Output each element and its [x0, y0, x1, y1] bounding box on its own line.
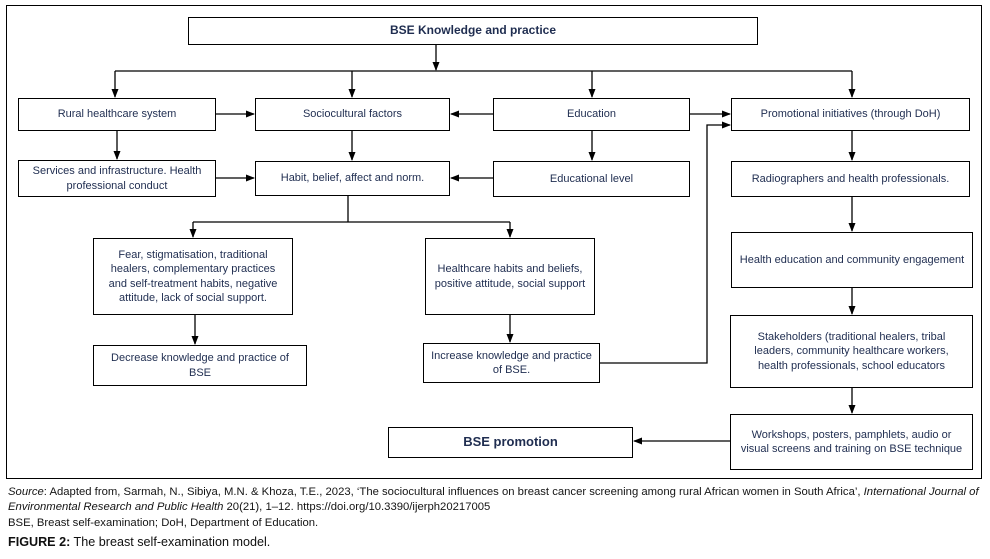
source-label: Source	[8, 486, 44, 498]
node-workshops: Workshops, posters, pamphlets, audio or …	[730, 414, 973, 470]
connector-arrows	[111, 45, 856, 445]
node-education: Education	[493, 98, 690, 131]
node-bse-knowledge-and-practice: BSE Knowledge and practice	[188, 17, 758, 45]
node-rural-healthcare-system: Rural healthcare system	[18, 98, 216, 131]
source-text: : Adapted from, Sarmah, N., Sibiya, M.N.…	[43, 486, 864, 498]
node-increase-knowledge: Increase knowledge and practice of BSE.	[423, 343, 600, 383]
node-healthcare-habits: Healthcare habits and beliefs, positive …	[425, 238, 595, 315]
node-services-infrastructure: Services and infrastructure. Health prof…	[18, 160, 216, 197]
node-educational-level: Educational level	[493, 161, 690, 197]
node-fear-stigmatisation: Fear, stigmatisation, traditional healer…	[93, 238, 293, 315]
figure-title: The breast self-examination model.	[70, 535, 271, 549]
node-sociocultural-factors: Sociocultural factors	[255, 98, 450, 131]
figure-border	[6, 5, 982, 479]
figure-caption: FIGURE 2: The breast self-examination mo…	[8, 535, 984, 549]
figure-number-label: FIGURE 2:	[8, 535, 71, 549]
source-volume-doi: 20(21), 1–12. https://doi.org/10.3390/ij…	[223, 501, 491, 514]
node-health-education: Health education and community engagemen…	[731, 232, 973, 288]
node-bse-promotion: BSE promotion	[388, 427, 633, 458]
journal-name: International Journal of Environmental R…	[8, 486, 979, 514]
node-decrease-knowledge: Decrease knowledge and practice of BSE	[93, 345, 307, 386]
node-promotional-initiatives: Promotional initiatives (through DoH)	[731, 98, 970, 131]
abbreviation-note: BSE, Breast self-examination; DoH, Depar…	[8, 517, 319, 529]
node-radiographers: Radiographers and health professionals.	[731, 161, 970, 197]
source-citation: Source: Adapted from, Sarmah, N., Sibiya…	[8, 485, 984, 516]
node-habit-belief-affect-norm: Habit, belief, affect and norm.	[255, 161, 450, 196]
node-stakeholders: Stakeholders (traditional healers, triba…	[730, 315, 973, 388]
